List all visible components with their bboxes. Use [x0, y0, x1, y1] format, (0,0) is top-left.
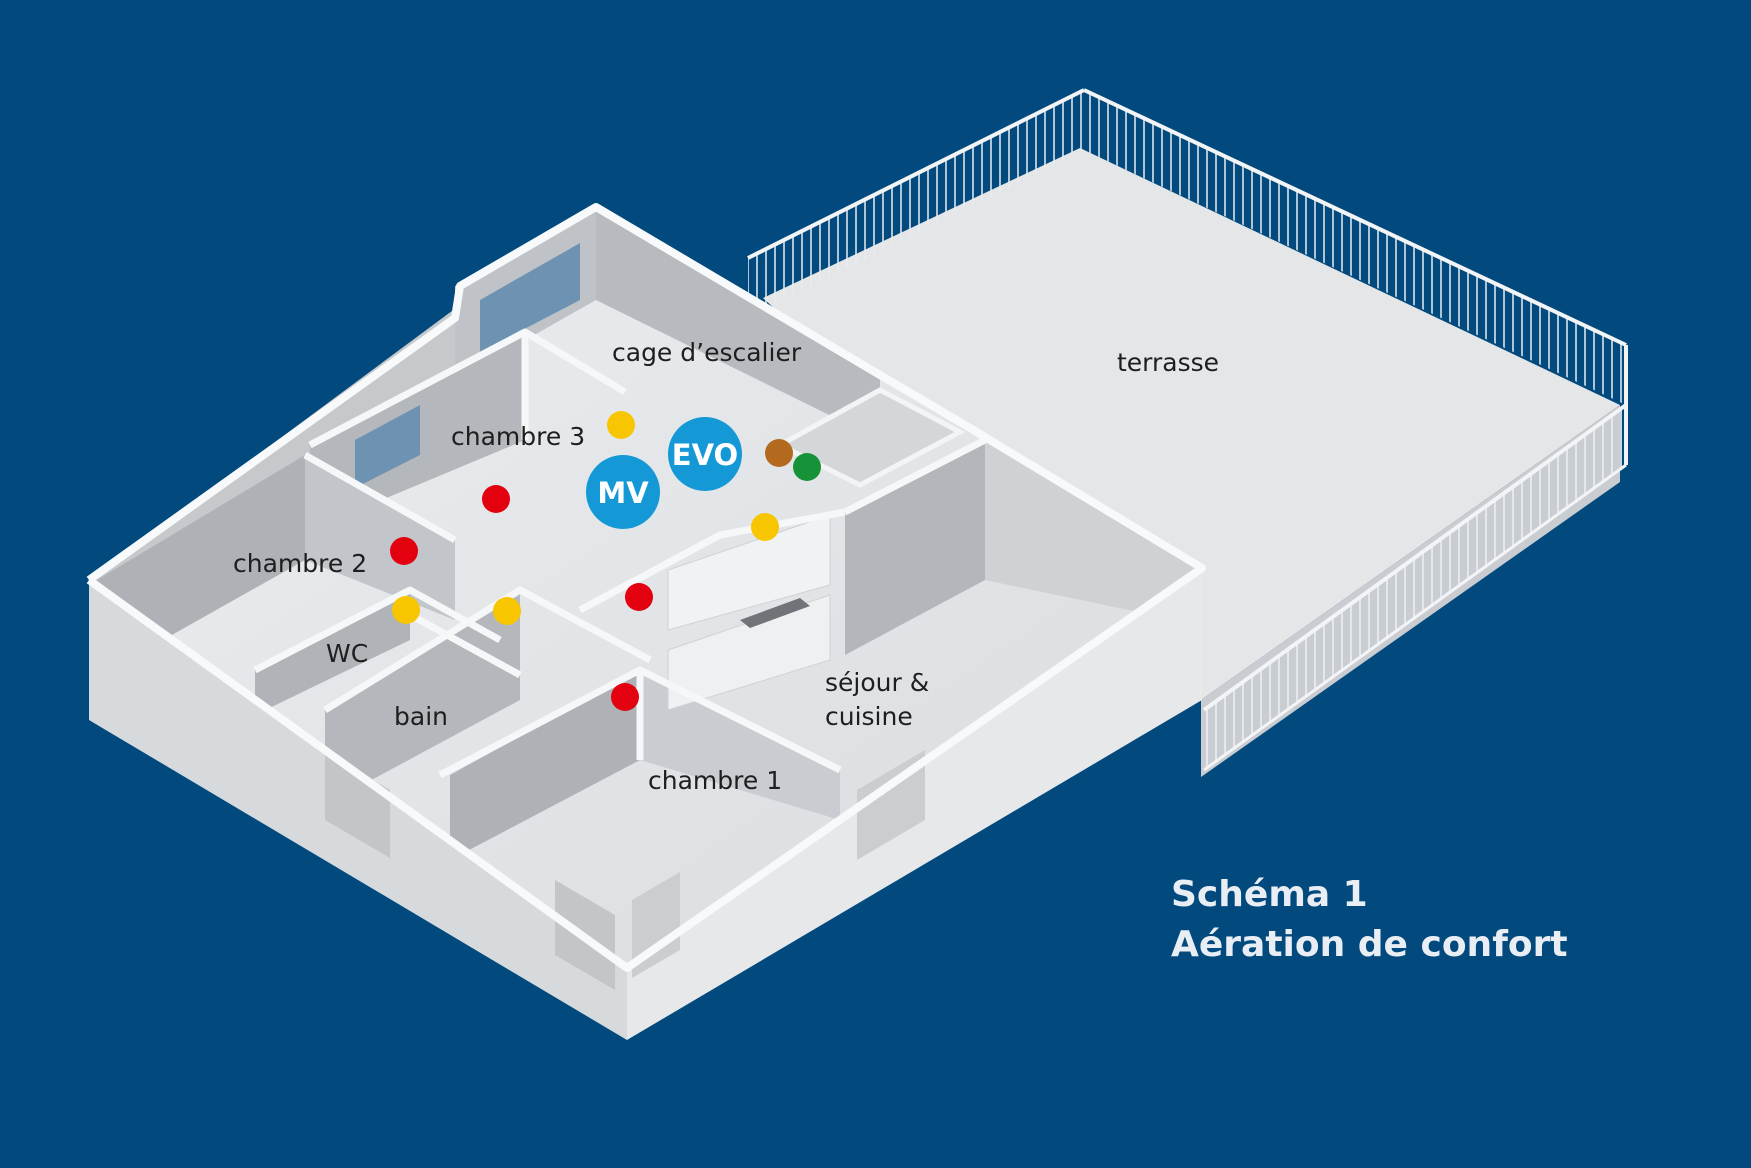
supply-air-valve — [607, 411, 635, 439]
wall-bain — [325, 590, 520, 805]
supply-air-valve — [392, 596, 420, 624]
wall-chambre-1 — [450, 670, 640, 860]
kitchen-cooktop — [740, 598, 810, 628]
label-sejour: séjour & — [825, 668, 929, 697]
extract-air-valve — [625, 583, 653, 611]
exterior-window-3 — [857, 750, 925, 860]
mv-label: MV — [597, 476, 649, 510]
terrace-floor — [763, 148, 1620, 700]
label-cuisine: cuisine — [825, 702, 913, 731]
label-terrasse: terrasse — [1117, 348, 1219, 377]
wall-wc — [255, 590, 410, 715]
wall-tops — [253, 328, 987, 779]
supply-air-valve — [751, 513, 779, 541]
stairwell — [774, 387, 966, 488]
label-wc: WC — [326, 639, 368, 668]
exhaust-air-duct — [793, 453, 821, 481]
wall-sejour-right — [985, 440, 1200, 625]
wall-stair-back — [596, 207, 880, 440]
extract-air-valve — [611, 683, 639, 711]
exterior-window-1 — [325, 752, 390, 858]
wall-chambre-1-right — [640, 670, 840, 820]
room-labels: cage d’escalier terrasse chambre 3 chamb… — [233, 338, 1219, 795]
window-chambre-3 — [355, 405, 420, 488]
evo-badge — [668, 417, 742, 491]
label-chambre-3: chambre 3 — [451, 422, 585, 451]
outdoor-air-duct — [765, 439, 793, 467]
caption-subtitle: Aération de confort — [1171, 924, 1568, 965]
label-chambre-1: chambre 1 — [648, 766, 782, 795]
supply-air-valve — [493, 597, 521, 625]
label-cage-escalier: cage d’escalier — [612, 338, 802, 367]
diagram-caption: Schéma 1 Aération de confort — [1171, 870, 1568, 970]
terrace — [747, 88, 1628, 777]
outer-wall-top — [86, 203, 1206, 972]
caption-title: Schéma 1 — [1171, 874, 1368, 915]
wall-chambre-2-side — [305, 455, 455, 620]
evo-label: EVO — [672, 438, 738, 472]
air-valves — [390, 411, 821, 711]
mv-badge — [586, 455, 660, 529]
label-bain: bain — [394, 702, 448, 731]
mv-device: MV — [586, 455, 660, 529]
evo-device: EVO — [668, 417, 742, 491]
stair-window — [480, 243, 580, 352]
label-chambre-2: chambre 2 — [233, 549, 367, 578]
extract-air-valve — [482, 485, 510, 513]
terrace-railing-back-right — [1084, 90, 1626, 405]
terrace-railing-back-left — [748, 90, 1084, 318]
terrace-railing-front — [1204, 405, 1626, 770]
extract-air-valve — [390, 537, 418, 565]
wall-sejour-back — [845, 440, 985, 655]
